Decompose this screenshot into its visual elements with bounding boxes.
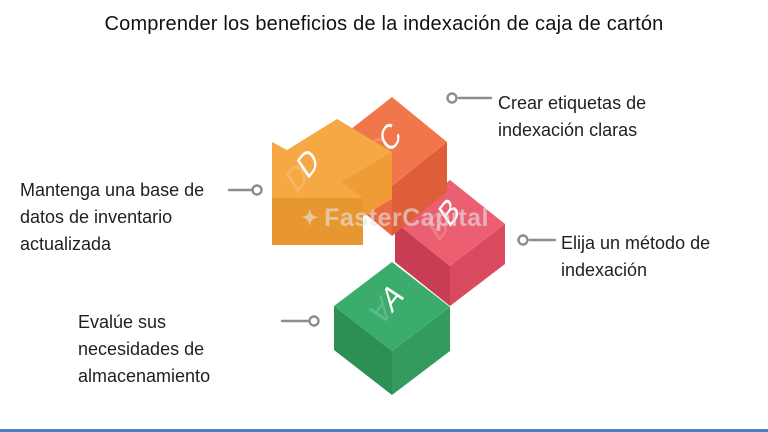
callout-choose-method: Elija un método de indexación <box>561 233 711 280</box>
box-b-right-face <box>450 224 505 306</box>
box-c-right-face <box>392 142 447 236</box>
connector-right-dot <box>517 234 529 246</box>
footer-accent-bar <box>0 429 768 432</box>
connector-left <box>227 184 263 196</box>
box-a: A A <box>334 262 450 395</box>
box-c-top-face <box>337 97 447 186</box>
connector-top-right-dot <box>446 92 458 104</box>
box-d-top-face <box>272 119 392 198</box>
connector-right <box>517 234 557 246</box>
box-d-head-front-face <box>272 198 363 245</box>
box-a-right-face <box>392 307 450 395</box>
connector-bottom-left-dot <box>308 315 320 327</box>
page-title: Comprender los beneficios de la indexaci… <box>104 13 664 35</box>
connector-bottom-left <box>280 315 320 327</box>
box-a-left-face <box>334 306 392 395</box>
box-b-left-face <box>395 222 450 306</box>
callout-create-labels: Crear etiquetas de indexación claras <box>498 93 647 140</box>
connector-top-right <box>446 92 493 104</box>
connector-left-dot <box>251 184 263 196</box>
callout-maintain-database: Mantenga una base de datos de inventario… <box>20 180 205 254</box>
callout-evaluate-needs: Evalúe sus necesidades de almacenamiento <box>78 312 211 386</box>
box-d: D D <box>272 119 392 245</box>
box-a-top-face <box>334 262 450 351</box>
